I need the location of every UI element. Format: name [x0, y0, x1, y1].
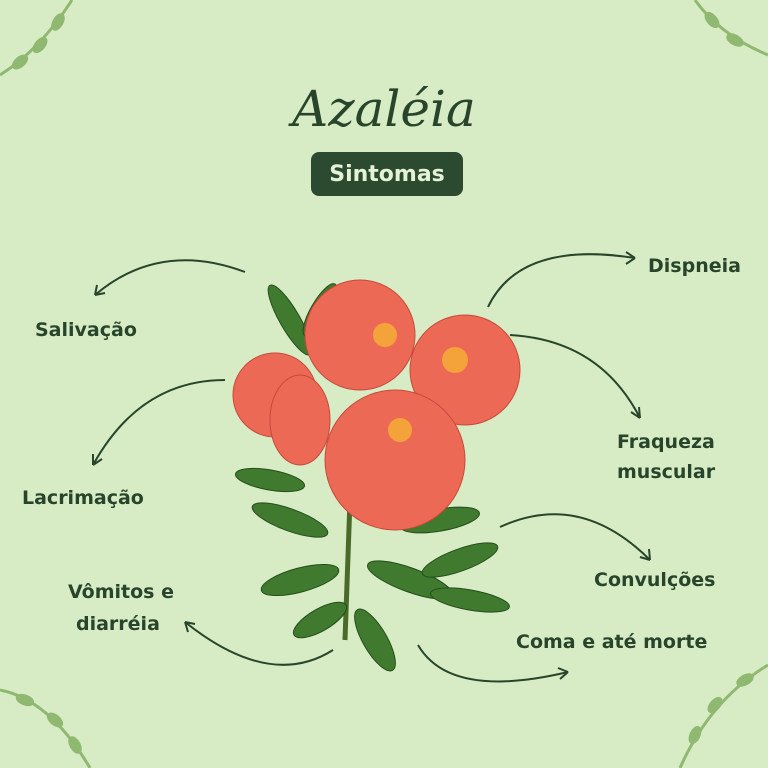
symptom-salivacao: Salivação: [35, 319, 137, 341]
arrows: [92, 251, 651, 683]
symptom-convulsoes: Convulções: [594, 569, 716, 591]
symptom-fraqueza-line1: Fraqueza: [617, 431, 715, 453]
symptom-lacrimacao: Lacrimação: [22, 487, 144, 509]
azalea-flower-illustration: [232, 279, 521, 672]
corner-vine-top-left: [0, 0, 74, 77]
symptom-fraqueza-line2: muscular: [617, 461, 716, 483]
symptom-vomitos-line2: diarréia: [76, 613, 160, 635]
page-title: Azaléia: [292, 80, 476, 138]
corner-vine-bottom-right: [678, 663, 768, 768]
subtitle-badge: Sintomas: [311, 152, 463, 196]
symptom-dispneia: Dispneia: [648, 255, 741, 277]
symptom-coma: Coma e até morte: [516, 631, 708, 653]
symptom-vomitos-line1: Vômitos e: [68, 581, 174, 603]
corner-vine-bottom-left: [0, 688, 92, 768]
corner-vine-top-right: [693, 0, 768, 57]
